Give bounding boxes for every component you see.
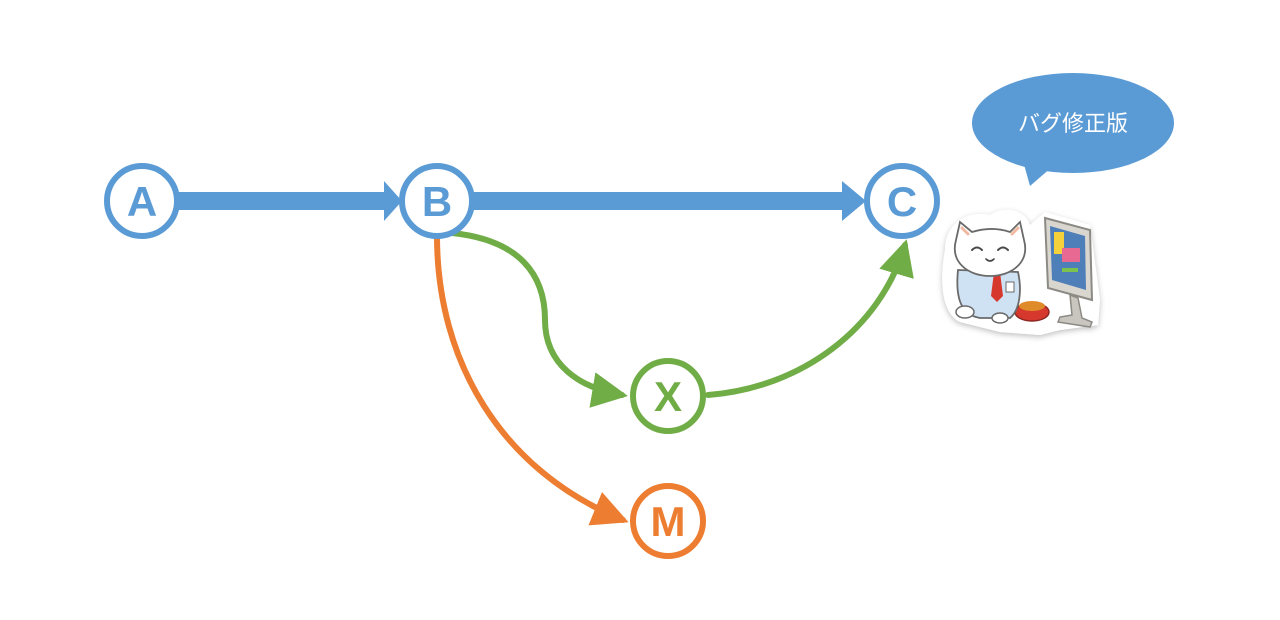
node-b-label: B — [422, 178, 452, 225]
node-x: X — [630, 358, 706, 434]
node-m: M — [630, 483, 706, 559]
edge-a-to-b — [178, 181, 402, 221]
node-a-label: A — [127, 178, 157, 225]
speech-bubble: バグ修正版 — [972, 73, 1174, 186]
edge-b-to-c — [474, 181, 866, 221]
cat-at-computer-icon — [942, 209, 1100, 335]
node-a: A — [104, 163, 180, 239]
node-x-label: X — [654, 373, 682, 420]
edge-x-to-c — [705, 239, 914, 398]
edge-b-to-m — [434, 233, 629, 526]
node-c-label: C — [887, 178, 917, 225]
node-c: C — [864, 163, 940, 239]
node-m-label: M — [651, 498, 686, 545]
edge-b-to-x — [449, 230, 628, 408]
node-b: B — [399, 163, 475, 239]
speech-bubble-text: バグ修正版 — [1018, 112, 1128, 137]
